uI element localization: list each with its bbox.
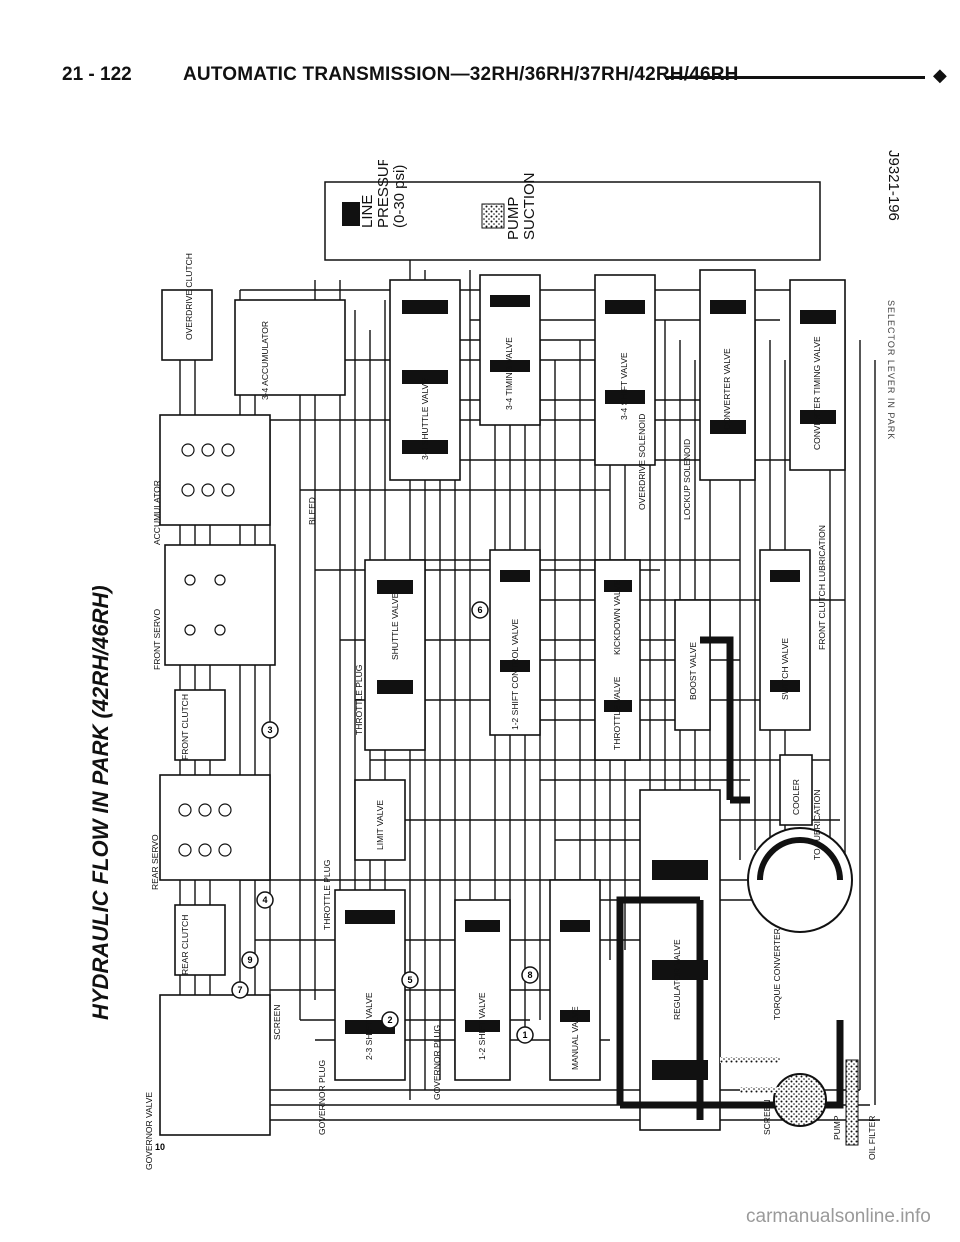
legend: LINE PRESSURE (0-30 psi) PUMP SUCTION [324,160,821,261]
figure-title: HYDRAULIC FLOW IN PARK (42RH/46RH) [88,585,113,1020]
label-rear-clutch: REAR CLUTCH [180,915,190,975]
boost-valve-body [674,599,711,731]
check-ball-7: 7 [237,985,242,995]
accumulator-34 [234,299,346,396]
label-overdrive-clutch: OVERDRIVE CLUTCH [184,253,194,340]
label-front-servo: FRONT SERVO [152,609,162,670]
label-governor-plug-1: GOVERNOR PLUG [317,1060,327,1135]
label-boost-valve: BOOST VALVE [688,642,698,700]
label-timing-valve-34: 3-4 TIMING VALVE [504,337,514,410]
label-limit-valve: LIMIT VALVE [375,800,385,850]
servo-detail [178,443,235,857]
check-ball-8: 8 [527,970,532,980]
cooler [779,754,813,826]
label-screen-bottom: SCREEN [762,1100,772,1135]
accumulator [159,414,271,526]
svg-text:(0-30 psi): (0-30 psi) [391,165,408,228]
check-ball-3: 3 [267,725,272,735]
front-servo [164,544,276,666]
label-accumulator-34: 3-4 ACCUMULATOR [260,321,270,400]
label-throttle-plug-1: THROTTLE PLUG [354,665,364,735]
left-components [159,289,346,1136]
label-front-clutch-lubrication: FRONT CLUTCH LUBRICATION [817,525,827,650]
part-labels: OVERDRIVE CLUTCH 3-4 ACCUMULATOR ACCUMUL… [144,253,877,1170]
page-number: 21 - 122 [62,64,132,85]
check-ball-5: 5 [407,975,412,985]
label-cooler: COOLER [791,779,801,815]
svg-text:SUCTION: SUCTION [521,173,538,241]
pump [773,1073,827,1127]
label-kickdown-valve: KICKDOWN VALVE [612,579,622,655]
document-title: AUTOMATIC TRANSMISSION—32RH/36RH/37RH/42… [183,64,739,85]
rear-servo [159,774,271,881]
label-governor-plug-2: GOVERNOR PLUG [432,1025,442,1100]
label-manual-valve: MANUAL VALVE [570,1006,580,1070]
label-oil-filter: OIL FILTER [867,1116,877,1160]
label-throttle-plug-2: THROTTLE PLUG [322,860,332,930]
governor [159,994,271,1136]
check-ball-1: 1 [522,1030,527,1040]
check-balls [231,601,539,1044]
label-to-lubrication: TO LUBRICATION [812,789,822,860]
kickdown-throttle-body [594,559,641,761]
page-header: 21 - 122 AUTOMATIC TRANSMISSION—32RH/36R… [0,58,960,98]
hydraulic-diagram: LINE PRESSURE (0-30 psi) PUMP SUCTION [144,160,880,1170]
label-lockup-solenoid: LOCKUP SOLENOID [682,439,692,520]
label-rear-servo: REAR SERVO [150,834,160,890]
check-ball-4: 4 [262,895,267,905]
front-clutch [174,689,226,761]
label-pump: PUMP [832,1115,842,1140]
pump-assembly [720,827,859,1146]
rear-clutch [174,904,226,976]
label-front-clutch: FRONT CLUTCH [180,694,190,760]
limit-valve-body [354,779,406,861]
header-rule [665,76,925,79]
check-ball-2: 2 [387,1015,392,1025]
check-ball-9: 9 [247,955,252,965]
label-converter-timing-valve: CONVERTER TIMING VALVE [812,336,822,450]
torque-converter [747,827,853,933]
label-shift-valve-12: 1-2 SHIFT VALVE [477,992,487,1060]
check-ball-labels: 6 3 4 9 2 5 7 8 1 10 [155,605,533,1152]
label-shift-control-valve-12: 1-2 SHIFT CONTROL VALVE [510,619,520,730]
label-shuttle-valve: SHUTTLE VALVE [390,592,400,660]
check-ball-10: 10 [155,1142,165,1152]
svg-text:PRESSURE: PRESSURE [375,160,392,228]
label-screen-top: SCREEN [272,1005,282,1040]
legend-label-line-pressure: LINE [359,195,376,228]
label-shift-valve-23: 2-3 SHIFT VALVE [364,992,374,1060]
label-regulator-valve: REGULATOR VALVE [672,939,682,1020]
label-bleed: BLEED [307,497,317,525]
label-accumulator: ACCUMULATOR [152,480,162,545]
label-converter-valve: CONVERTER VALVE [722,348,732,430]
label-torque-converter: TORQUE CONVERTER [772,928,782,1020]
legend-swatch-pump-suction [481,203,505,229]
watermark: carmanualsonline.info [746,1206,931,1227]
label-shuttle-valve-34: 3-4 SHUTTLE VALVE [420,378,430,460]
label-throttle-valve: THROTTLE VALVE [612,676,622,750]
legend-label-pump-suction: PUMP [505,197,522,240]
label-overdrive-solenoid: OVERDRIVE SOLENOID [637,414,647,510]
line-pressure-passages [616,636,844,1120]
manual-valve-body [549,879,601,1081]
label-switch-valve: SWITCH VALVE [780,638,790,700]
label-governor-valve: GOVERNOR VALVE [144,1092,154,1170]
check-ball-6: 6 [477,605,482,615]
label-shift-valve-34: 3-4 SHIFT VALVE [619,352,629,420]
oil-filter [845,1059,859,1146]
diamond-icon: ◆ [933,65,947,85]
legend-swatch-line-pressure [342,202,360,226]
overdrive-clutch [161,289,213,361]
